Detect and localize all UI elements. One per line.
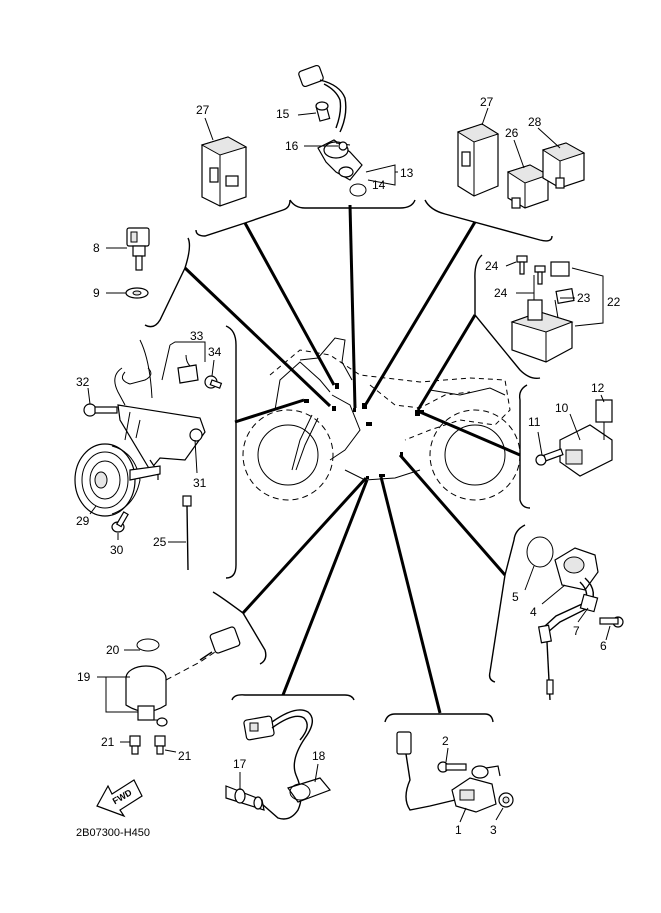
label-11: 11 xyxy=(528,415,541,429)
relay-27-left xyxy=(200,136,248,207)
label-25: 25 xyxy=(153,535,167,549)
bolt-6 xyxy=(599,616,624,628)
label-2: 2 xyxy=(442,734,449,748)
bolt-30 xyxy=(111,511,129,533)
label-13: 13 xyxy=(400,166,414,180)
clamp-18 xyxy=(287,777,332,803)
cable-tie-icon xyxy=(182,495,192,571)
label-28: 28 xyxy=(528,115,542,129)
sensor-1-assembly xyxy=(396,731,501,813)
bolt-21b xyxy=(154,735,166,755)
label-12: 12 xyxy=(591,381,605,395)
bolt-2 xyxy=(437,761,467,773)
label-29: 29 xyxy=(76,514,90,528)
bracket-31 xyxy=(114,339,206,480)
bolt-21a xyxy=(129,735,141,755)
bolt-34 xyxy=(204,375,223,389)
bolt-32 xyxy=(83,403,118,417)
label-27-right: 27 xyxy=(480,95,494,109)
label-16: 16 xyxy=(285,139,299,153)
label-4: 4 xyxy=(530,605,537,619)
washer-9 xyxy=(125,287,149,299)
leader-lines xyxy=(183,204,521,714)
relay-26 xyxy=(506,164,550,209)
label-14: 14 xyxy=(372,178,386,192)
label-5: 5 xyxy=(512,590,519,604)
sensor-13-assembly xyxy=(298,64,367,197)
label-21a: 21 xyxy=(101,735,115,749)
label-23: 23 xyxy=(577,291,591,305)
label-19: 19 xyxy=(77,670,91,684)
starter-relay-22 xyxy=(510,255,575,363)
label-1: 1 xyxy=(455,823,462,837)
sensor-4-assembly xyxy=(526,536,599,701)
clamp-33 xyxy=(177,354,199,384)
label-26: 26 xyxy=(505,126,519,140)
label-31: 31 xyxy=(193,476,207,490)
label-6: 6 xyxy=(600,639,607,653)
label-20: 20 xyxy=(106,643,120,657)
label-15: 15 xyxy=(276,107,290,121)
label-18: 18 xyxy=(312,749,326,763)
horn-icon xyxy=(74,443,161,517)
label-8: 8 xyxy=(93,241,100,255)
label-32: 32 xyxy=(76,375,90,389)
sensor-8 xyxy=(126,227,150,271)
label-24b: 24 xyxy=(494,286,508,300)
label-30: 30 xyxy=(110,543,124,557)
part-labels: 27 15 16 13 14 27 28 26 8 9 24 24 23 22 … xyxy=(76,95,621,837)
motorcycle-icon xyxy=(242,337,521,501)
solenoid-19 xyxy=(125,626,241,727)
label-17: 17 xyxy=(233,757,247,771)
fwd-arrow-icon: FWD xyxy=(96,779,143,818)
sensor-17 xyxy=(225,709,313,820)
coupler-10 xyxy=(559,399,613,477)
label-24a: 24 xyxy=(485,259,499,273)
bolt-11 xyxy=(535,448,564,466)
diagram-code: 2B07300-H450 xyxy=(76,827,150,839)
group-brackets xyxy=(144,199,553,723)
label-22: 22 xyxy=(607,295,621,309)
label-27-left: 27 xyxy=(196,103,210,117)
relay-28 xyxy=(541,142,586,189)
label-10: 10 xyxy=(555,401,569,415)
label-9: 9 xyxy=(93,286,100,300)
label-7: 7 xyxy=(573,624,580,638)
label-21b: 21 xyxy=(178,749,192,763)
nut-3 xyxy=(498,792,514,808)
label-3: 3 xyxy=(490,823,497,837)
label-33: 33 xyxy=(190,329,204,343)
relay-27-right xyxy=(456,123,500,197)
label-34: 34 xyxy=(208,345,222,359)
